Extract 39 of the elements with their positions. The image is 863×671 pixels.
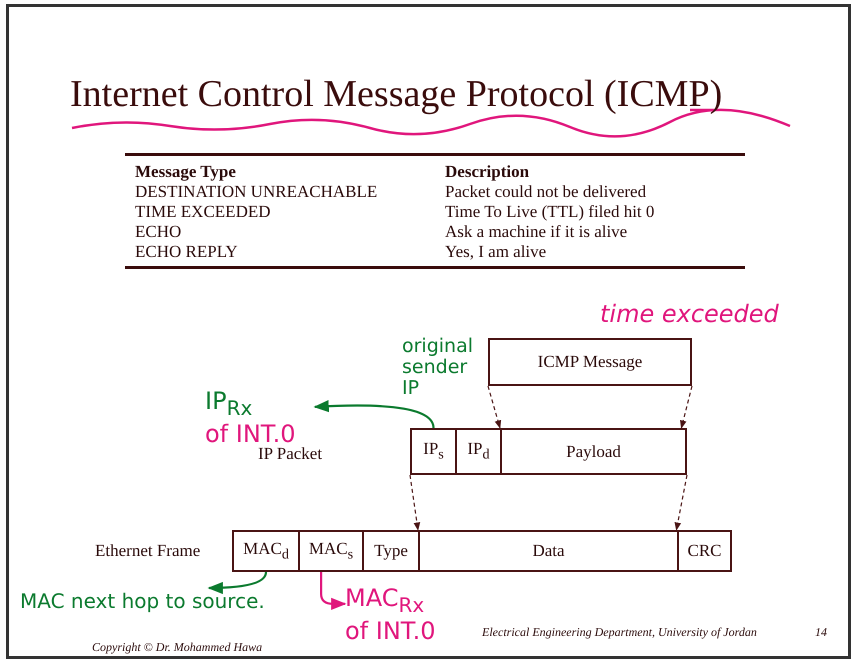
table-cell-text: TIME EXCEEDED: [134, 202, 272, 222]
column-header: Description: [445, 162, 530, 182]
table-cell-text: ECHO REPLY: [134, 242, 239, 262]
dashed-arrow: [674, 474, 688, 531]
header-field: MAC$_{s}$: [298, 530, 364, 572]
header-field: Type: [362, 530, 420, 572]
arrow: [320, 572, 347, 610]
footer-text: 14: [815, 625, 827, 640]
arrow: [313, 400, 435, 428]
header-field: ICMP Message: [488, 338, 692, 386]
handwritten-note: time exceeded: [600, 300, 779, 328]
dashed-arrow: [409, 474, 420, 531]
dashed-arrow: [680, 386, 693, 429]
handwritten-note: original sender IP: [402, 336, 474, 399]
table-cell-text: ECHO: [134, 222, 182, 242]
footer-text: Electrical Engineering Department, University of Jordan: [482, 625, 757, 640]
handwritten-note: of INT.0: [205, 420, 296, 447]
handwritten-note: MAC next hop to source.: [20, 588, 266, 614]
frame-label: Ethernet Frame: [95, 541, 200, 561]
handwritten-note: IP$_{Rx}$: [205, 388, 254, 421]
slide-title: Internet Control Message Protocol (ICMP): [70, 72, 724, 116]
table-cell-text: Ask a machine if it is alive: [445, 222, 628, 242]
table-cell-text: DESTINATION UNREACHABLE: [134, 182, 378, 202]
header-field: Payload: [500, 428, 687, 475]
header-field: IP$_{d}$: [455, 428, 502, 475]
arrow: [208, 572, 268, 594]
header-field: IP$_{s}$: [410, 428, 457, 475]
frame-label: IP Packet: [258, 444, 322, 464]
header-field: CRC: [677, 530, 732, 572]
dashed-arrow: [487, 386, 502, 429]
table-cell-text: Time To Live (TTL) filed hit 0: [445, 202, 656, 222]
column-header: Message Type: [134, 162, 237, 182]
header-field: MAC$_{d}$: [232, 530, 300, 572]
handwritten-note: MAC$_{Rx}$: [345, 585, 426, 618]
footer-text: Copyright © Dr. Mohammed Hawa: [92, 640, 262, 655]
table-cell-text: Packet could not be delivered: [445, 182, 648, 202]
header-field: Data: [418, 530, 679, 572]
table-cell-text: Yes, I am alive: [445, 242, 548, 262]
handwritten-note: of INT.0: [345, 618, 437, 644]
